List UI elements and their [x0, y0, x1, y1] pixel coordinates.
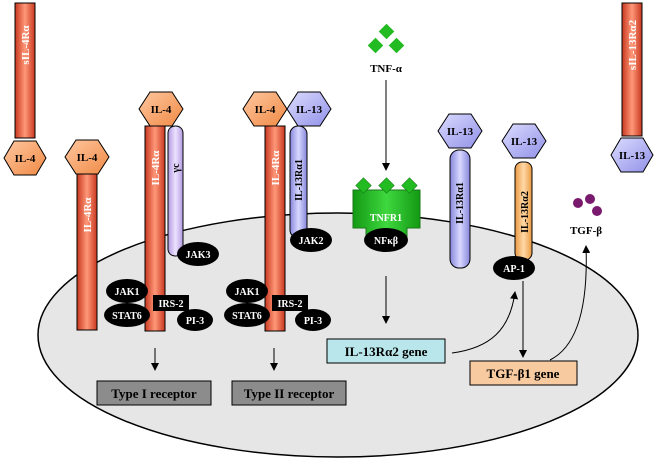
type2-box-bg	[231, 380, 347, 406]
pi3-label: PI-3	[304, 316, 322, 327]
tgfb-dot	[573, 198, 583, 208]
tgfb1-gene-box: TGF-β1 gene	[469, 360, 578, 386]
il13-label: IL-13	[619, 150, 646, 162]
type2-box-label: Type II receptor	[244, 386, 335, 401]
il13ra1-label: IL-13Rα1	[455, 182, 466, 224]
type1-box: Type I receptor	[96, 380, 212, 406]
il13ra2-label: IL-13Rα2	[520, 191, 531, 233]
tnfr1-label: TNFR1	[370, 213, 402, 224]
tnfa-bound-diamond	[378, 177, 395, 194]
tnfa-diamond	[367, 37, 384, 54]
il13ra2-gene-box: IL-13Rα2 gene	[326, 338, 446, 364]
irs2-label: IRS-2	[158, 299, 183, 310]
sil13ra2-bar	[621, 2, 643, 137]
sil4ra-bar	[14, 2, 36, 139]
tgfb1-gene-bg	[469, 360, 578, 386]
sil13ra2-group: sIL-13Rα2 IL-13	[610, 2, 654, 173]
il13-hexagon	[610, 137, 654, 173]
il4ra-standalone: IL-4Rα IL-4	[64, 139, 110, 331]
tnfa-label: TNF-α	[370, 63, 403, 75]
pi3-node	[295, 309, 331, 331]
tgfb-group: TGF-β	[570, 194, 602, 237]
il13ra2-gene-bg	[326, 338, 446, 364]
jak2-node	[290, 228, 332, 252]
tgfb-dot	[592, 206, 602, 216]
il4-label: IL-4	[255, 104, 276, 116]
ap1-node	[493, 256, 535, 280]
irs2-node	[272, 295, 308, 311]
sil13ra2-label: sIL-13Rα2	[627, 19, 639, 70]
il13-label: IL-13	[511, 136, 538, 148]
gc-label: γc	[171, 163, 182, 174]
ap1-label: AP-1	[503, 264, 525, 275]
jak3-node	[177, 242, 219, 266]
il4-hexagon	[64, 139, 110, 175]
nfkb-label: NFκβ	[374, 236, 398, 247]
il4-label: IL-4	[15, 153, 36, 165]
il13ra1-bar	[449, 149, 471, 269]
tnfa-bound-diamond	[355, 177, 372, 194]
il4ra-bar	[76, 172, 98, 331]
il4ra-label: IL-4Rα	[82, 197, 94, 233]
stat6-label: STAT6	[232, 311, 262, 322]
tnfa-bound-diamond	[401, 177, 418, 194]
il4-label: IL-4	[77, 152, 98, 164]
gene-to-tgfb-arrow	[549, 245, 591, 361]
jak1-node	[226, 279, 268, 303]
jak1-node	[106, 279, 148, 303]
il13-label: IL-13	[296, 104, 323, 116]
tnf-pathway: TNF-α TNFR1 NFκβ	[352, 23, 421, 324]
il4-label: IL-4	[151, 104, 172, 116]
il4-hexagon	[138, 91, 184, 127]
type2-complex: IL-4Rα IL-13Rα1 IL-4 IL-13 JAK2 JAK1 STA…	[224, 91, 332, 332]
jak1-label: JAK1	[115, 287, 140, 298]
stat6-node	[224, 303, 270, 327]
tgfb-label: TGF-β	[570, 225, 602, 237]
il4-hexagon	[3, 140, 47, 176]
tgfb-dot	[585, 194, 595, 204]
jak1-label: JAK1	[235, 287, 260, 298]
il13-hexagon	[501, 123, 547, 159]
il13-label: IL-13	[447, 126, 474, 138]
sil4ra-label: sIL-4Rα	[20, 25, 32, 65]
il4-hexagon	[242, 91, 288, 127]
il13ra2-complex: IL-13Rα2 IL-13 AP-1	[493, 123, 547, 358]
il13ra1-standalone: IL-13Rα1 IL-13	[437, 113, 483, 269]
stat6-label: STAT6	[112, 311, 142, 322]
irs2-label: IRS-2	[277, 299, 302, 310]
gene-to-il13ra2-arrow	[451, 291, 519, 354]
pi3-label: PI-3	[186, 316, 204, 327]
il4ra-label: IL-4Rα	[270, 150, 282, 186]
tnfa-diamond	[378, 23, 395, 40]
type1-box-bg	[96, 380, 212, 406]
gc-bar	[167, 125, 184, 257]
il4ra-label: IL-4Rα	[150, 150, 162, 186]
type1-complex: IL-4Rα γc IL-4 JAK3 JAK1 STAT6 IRS-2 PI-…	[104, 91, 219, 332]
nfkb-node	[364, 228, 408, 252]
type2-box: Type II receptor	[231, 380, 347, 406]
irs2-node	[153, 295, 189, 311]
stat6-node	[104, 303, 150, 327]
pi3-node	[177, 309, 213, 331]
il13ra1-label: IL-13Rα1	[294, 159, 305, 201]
type1-box-label: Type I receptor	[111, 386, 197, 401]
tgfb1-gene-label: TGF-β1 gene	[487, 366, 560, 381]
cell-body	[37, 212, 639, 458]
jak2-label: JAK2	[299, 236, 324, 247]
il13-hexagon	[437, 113, 483, 149]
jak3-label: JAK3	[186, 250, 211, 261]
il13ra2-gene-label: IL-13Rα2 gene	[345, 344, 428, 359]
tnfa-diamond	[388, 37, 405, 54]
sil4ra-group: sIL-4Rα IL-4	[3, 2, 47, 176]
il13-hexagon	[286, 91, 332, 127]
